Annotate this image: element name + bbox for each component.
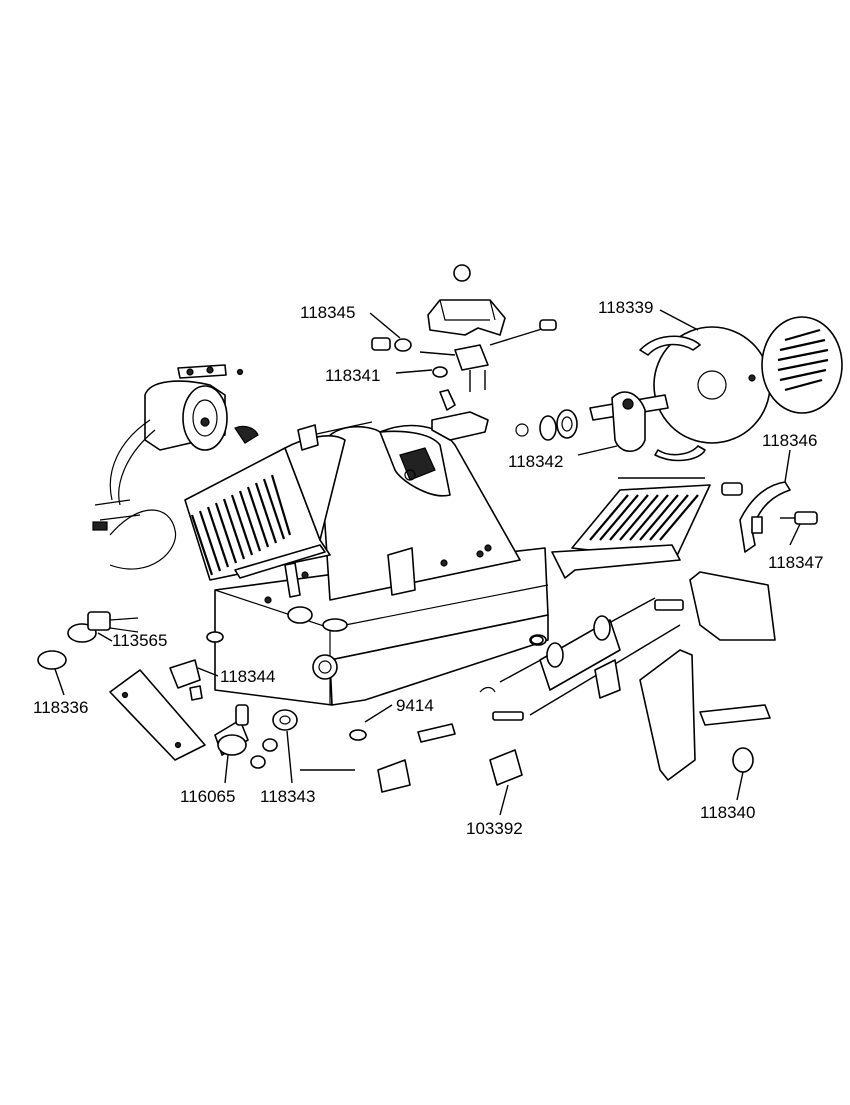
top-sharpener-assembly (371, 264, 557, 441)
slicer-base (184, 424, 549, 706)
label-118339: 118339 (598, 298, 653, 317)
label-9414: 9414 (396, 696, 434, 715)
label-118344: 118344 (220, 667, 275, 686)
cover-slots (777, 328, 829, 392)
chute-ribs (190, 474, 292, 576)
lower-left-parts (37, 611, 523, 793)
part-labels: 118345 118341 118339 118342 118346 11834… (33, 298, 823, 838)
motor (92, 364, 259, 570)
tray-ribs (589, 494, 699, 541)
label-118345: 118345 (300, 303, 355, 322)
label-103392: 103392 (466, 819, 523, 838)
label-113565: 113565 (112, 631, 167, 650)
label-116065: 116065 (180, 787, 235, 806)
thickness-rod (297, 421, 373, 451)
label-118347: 118347 (768, 553, 823, 572)
blade-assembly (515, 316, 843, 462)
label-118346: 118346 (762, 431, 817, 450)
right-tray (551, 477, 818, 579)
label-118342: 118342 (508, 452, 563, 471)
label-118340: 118340 (700, 803, 755, 822)
leader-lines (54, 309, 801, 816)
label-118336: 118336 (33, 698, 88, 717)
carriage-assembly (479, 571, 776, 781)
label-118341: 118341 (325, 366, 380, 385)
label-118343: 118343 (260, 787, 315, 806)
